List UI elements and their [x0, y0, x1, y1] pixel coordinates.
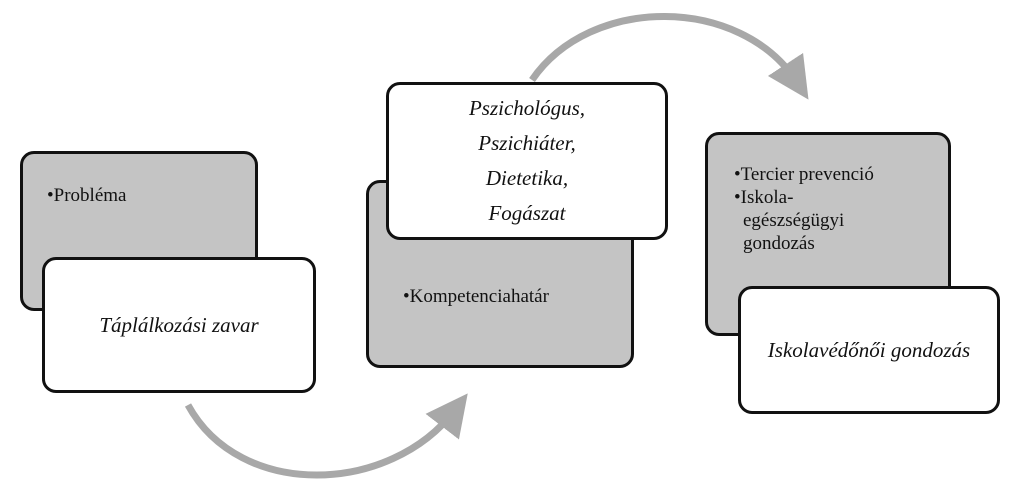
arrow-stage1-to-stage2 — [184, 393, 468, 479]
prevention-line-2: •Iskola- — [734, 187, 794, 208]
prevention-list: •Tercier prevenció •Iskola- egészségügyi… — [734, 163, 874, 255]
specialists-box: Pszichológus, Pszichiáter, Dietetika, Fo… — [386, 82, 668, 240]
school-nurse-care-box: Iskolavédőnői gondozás — [738, 286, 1000, 414]
eating-disorder-box: Táplálkozási zavar — [42, 257, 316, 393]
specialist-dentistry: Fogászat — [488, 201, 566, 225]
eating-disorder-label: Táplálkozási zavar — [99, 312, 259, 337]
specialists-list: Pszichológus, Pszichiáter, Dietetika, Fo… — [469, 91, 585, 231]
problem-label: •Probléma — [47, 185, 127, 206]
prevention-line-1: •Tercier prevenció — [734, 164, 874, 185]
prevention-line-3: egészségügyi — [743, 210, 845, 231]
school-nurse-care-label: Iskolavédőnői gondozás — [767, 337, 971, 362]
specialist-psychologist: Pszichológus, — [468, 96, 586, 120]
specialist-dietetics: Dietetika, — [485, 166, 569, 190]
prevention-line-4: gondozás — [743, 233, 815, 254]
specialist-psychiatrist: Pszichiáter, — [478, 131, 576, 155]
arrow-stage2-to-stage3 — [529, 13, 809, 100]
competence-limit-label: •Kompetenciahatár — [403, 286, 549, 307]
